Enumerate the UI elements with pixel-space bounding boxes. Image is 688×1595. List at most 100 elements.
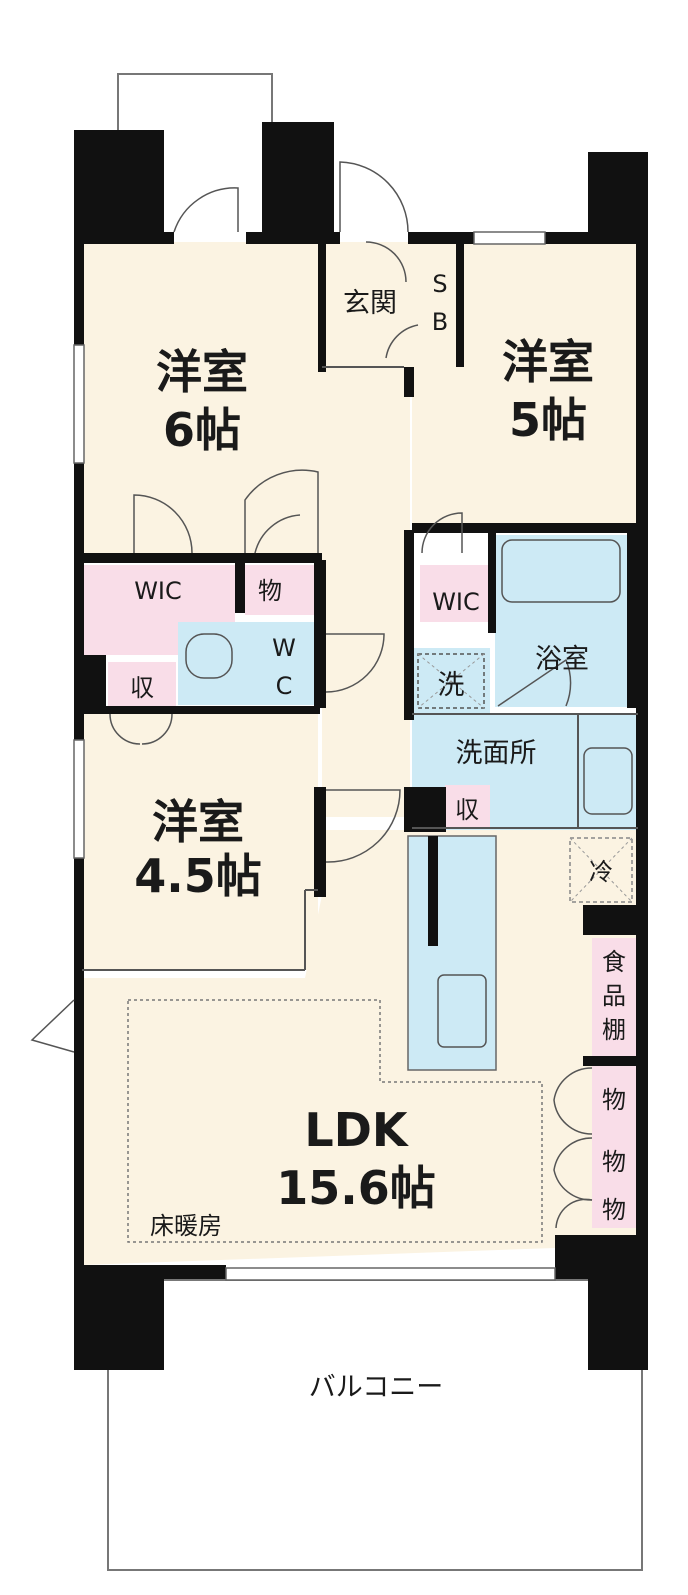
wall-room45-right — [314, 787, 326, 897]
wic-right-floor — [420, 565, 490, 622]
room-floors — [82, 242, 638, 1265]
wall-bottom — [164, 1265, 226, 1279]
entrance-label: 玄関 — [343, 288, 397, 319]
wall-top-left — [74, 232, 174, 244]
door-ldk-storage-3 — [555, 1198, 593, 1229]
western-room-45-floor — [82, 712, 318, 970]
room-name-western-5: 洋室 — [502, 335, 594, 389]
room-size-western-6: 6帖 — [163, 403, 241, 457]
washroom-label: 洗面所 — [456, 738, 537, 769]
windows — [73, 231, 556, 1281]
ldk-floor — [82, 830, 638, 1265]
door-closet-left — [109, 713, 173, 745]
door-shoe-lower — [385, 324, 419, 359]
wall-pillar-top-left — [74, 130, 164, 242]
washer-box — [417, 653, 485, 709]
wall-wc-right — [314, 560, 326, 708]
thin-lines — [82, 366, 638, 971]
wall-pillar-top-mid — [262, 122, 334, 242]
door-wc — [325, 633, 385, 693]
shoe-box-label-b: B — [432, 308, 448, 336]
wall-wic-divider — [235, 563, 245, 613]
room-name-western-6: 洋室 — [156, 345, 248, 399]
western-room-5-floor — [412, 242, 638, 527]
door-ldk-left — [30, 999, 75, 1053]
wall-entrance-right — [456, 242, 464, 367]
storage-ldk-label-1: 物 — [602, 1086, 626, 1114]
toilet-label-c: C — [276, 672, 293, 700]
window-top-right — [473, 231, 546, 245]
shoe-box-label-s: S — [432, 270, 447, 298]
room-size-ldk: 15.6帖 — [276, 1161, 436, 1215]
room-size-western-45: 4.5帖 — [134, 849, 262, 903]
washbasin — [583, 747, 633, 815]
room-size-western-5: 5帖 — [509, 393, 587, 447]
wall-mid-vertical — [318, 242, 326, 372]
pantry-label-3: 棚 — [602, 1016, 626, 1044]
storage-small-floor — [245, 565, 315, 615]
bathtub — [501, 539, 621, 603]
entrance-floor — [322, 242, 422, 367]
closet-left-label: 収 — [130, 674, 154, 702]
wall-top-right — [408, 232, 474, 244]
fixtures — [185, 539, 633, 1048]
wall-pillar-bottom-right — [588, 1235, 648, 1370]
storage-small-label: 物 — [258, 577, 282, 605]
door-ldk-storage-2 — [553, 1137, 593, 1201]
wic-left-label: WIC — [134, 577, 182, 605]
wall-hall-right-low — [404, 530, 414, 720]
wall-bottom-right — [555, 1235, 595, 1279]
wall-room6-bottom — [82, 553, 322, 563]
toilet-label-w: W — [272, 634, 296, 662]
wall-right-inner-b — [583, 905, 639, 935]
washer-cross — [417, 653, 633, 903]
wall-kitchen-stub — [428, 836, 438, 946]
fridge-label: 冷 — [589, 858, 613, 886]
window-room6 — [73, 344, 85, 464]
western-room-6-floor — [82, 242, 322, 557]
room-name-western-45: 洋室 — [152, 795, 244, 849]
pantry-label-2: 品 — [602, 982, 626, 1010]
wall-right — [636, 242, 648, 1272]
door-storage-b — [254, 514, 301, 554]
door-ldk-storage-1 — [553, 1067, 593, 1135]
floor-heating-outline — [127, 999, 543, 1243]
storage-ldk-label-2: 物 — [602, 1148, 626, 1176]
wall-top-far-right — [545, 232, 648, 244]
storage-ldk-floor — [592, 1066, 636, 1228]
wall-room5-bottom — [412, 523, 638, 533]
wall-pillar-bottom-left — [74, 1265, 164, 1370]
wic-right-label: WIC — [432, 588, 480, 616]
door-storage — [244, 469, 319, 553]
wall-right-inner-c — [583, 1056, 639, 1066]
door-wic-right — [421, 512, 463, 554]
pantry-label-1: 食 — [602, 948, 626, 976]
wall-wic-right-divider — [488, 533, 496, 633]
wall-wc-left — [82, 655, 106, 710]
wall-hall-right — [404, 367, 414, 397]
storage-ldk-label-3: 物 — [602, 1196, 626, 1224]
window-room45 — [73, 739, 85, 859]
floor-heating-label: 床暖房 — [150, 1212, 222, 1240]
closet-wash-floor — [445, 785, 490, 829]
wall-kitchen-pillar — [404, 787, 446, 832]
door-room45 — [325, 789, 401, 863]
wall-top-mid — [246, 232, 340, 244]
wall-right-inner-a — [627, 533, 639, 708]
closet-left-floor — [108, 662, 176, 706]
kitchen-sink — [437, 974, 487, 1048]
wall-wc-bottom — [82, 706, 320, 714]
bath-label: 浴室 — [535, 644, 589, 675]
door-bath — [497, 658, 572, 707]
toilet-bowl — [185, 633, 233, 679]
door-entrance-inner — [365, 241, 407, 283]
door-room6 — [133, 494, 193, 554]
doors — [30, 161, 593, 1229]
door-entrance — [339, 161, 409, 233]
balcony-label: バルコニー — [309, 1372, 443, 1403]
wall-pillar-top-right — [588, 152, 648, 242]
door-balcony-left — [173, 187, 239, 233]
hallway-floor — [322, 367, 410, 817]
window-ldk — [225, 1267, 556, 1281]
